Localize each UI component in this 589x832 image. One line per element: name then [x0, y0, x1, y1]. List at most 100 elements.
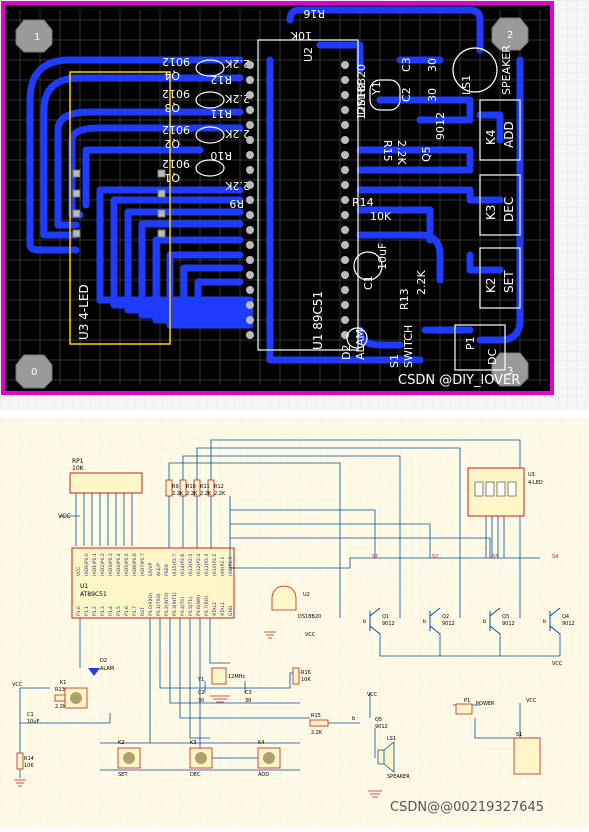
u3-footprint	[69, 71, 171, 345]
r15-designator: R15	[311, 713, 321, 719]
c3-designator: C3	[245, 690, 252, 696]
corner-label-3: 3	[507, 366, 513, 377]
r9-value: 2.2K	[172, 491, 184, 497]
r12-value: 2.2K	[225, 57, 250, 70]
svg-text:PSEN: PSEN	[164, 564, 170, 576]
pcb-layout-view: 1 2 0 3	[0, 0, 589, 410]
q3-value: 9012	[502, 621, 515, 627]
ls1-symbol	[377, 741, 395, 773]
r9-designator: R9	[229, 197, 244, 210]
d2-footprint	[346, 327, 368, 349]
c2-designator: C2	[198, 690, 205, 696]
q4-value: 9012	[562, 621, 575, 627]
p1-designator: P1	[464, 698, 470, 704]
mount-hole-0	[15, 354, 53, 389]
u2-body	[271, 585, 297, 611]
k2-value: SET	[118, 772, 128, 778]
r9-value: 2.2K	[225, 179, 250, 192]
svg-text:(AD2)P0.2: (AD2)P0.2	[100, 553, 106, 576]
svg-text:GND: GND	[228, 605, 234, 616]
mount-hole-2	[491, 17, 529, 51]
vcc-label-q: VCC	[552, 661, 563, 667]
svg-text:P3.1(TXD): P3.1(TXD)	[156, 593, 162, 616]
q5-value: 9012	[375, 724, 388, 730]
r10-designator: R10	[210, 149, 232, 162]
s1-switch-designator: S1	[516, 732, 522, 738]
schematic-watermark: CSDN@@00219327645	[390, 800, 545, 815]
k4-value: ADD	[258, 772, 269, 778]
svg-text:P3.3(INT1): P3.3(INT1)	[172, 592, 178, 616]
r13-designator: R13	[398, 288, 411, 310]
r14-value: 10K	[24, 763, 34, 769]
vcc-label-c1: VCC	[12, 682, 23, 688]
r10-value: 2.2K	[225, 127, 250, 140]
mount-hole-1	[15, 19, 53, 53]
svg-text:XTAL1: XTAL1	[220, 602, 226, 616]
k4-add-label: ADD	[502, 121, 516, 148]
svg-text:(A11)P2.3: (A11)P2.3	[204, 554, 210, 576]
k4-designator: K4	[484, 129, 498, 145]
c3-value: 30	[426, 58, 439, 72]
u1-designator: U1	[80, 583, 88, 590]
u1-bottom-pins: P1.0 P1.1 P1.2 P1.3 P1.4 P1.5 P1.6 P1.7 …	[76, 592, 234, 616]
svg-text:(AD0)P0.0: (AD0)P0.0	[84, 553, 90, 576]
r15-body	[309, 719, 329, 727]
q2-value: 9012	[442, 621, 455, 627]
u3-designator: U3	[528, 472, 535, 478]
svg-text:XTAL2: XTAL2	[212, 602, 218, 616]
svg-text:VCC: VCC	[76, 567, 82, 576]
vcc-label-rp1: VCC	[58, 513, 70, 520]
svg-text:P3.2(INT0): P3.2(INT0)	[164, 592, 170, 616]
svg-text:(AD1)P0.1: (AD1)P0.1	[92, 553, 98, 576]
c2-designator: C2	[400, 87, 413, 102]
c2-value: 30	[198, 698, 204, 704]
u3-segments	[474, 481, 517, 497]
svg-text:(AD7)P0.7: (AD7)P0.7	[140, 553, 146, 576]
svg-text:ALE/P: ALE/P	[156, 563, 162, 576]
q5-base-label: b	[352, 716, 355, 722]
q5-designator: Q5	[420, 146, 433, 162]
p1-value: POWER	[476, 701, 495, 707]
svg-text:P3.4(T0): P3.4(T0)	[180, 597, 186, 616]
svg-text:(A9)P2.1: (A9)P2.1	[220, 557, 226, 576]
q3-value: 9012	[162, 87, 190, 100]
q1-base-label: b	[363, 619, 366, 625]
q1-value: 9012	[382, 621, 395, 627]
u1-footprint	[257, 39, 359, 351]
svg-text:(A10)P2.2: (A10)P2.2	[212, 554, 218, 576]
y1-body	[211, 667, 227, 685]
r16-designator: R16	[303, 7, 325, 20]
board-outline	[1, 1, 554, 395]
ls1-designator: LS1	[460, 75, 473, 95]
u1-body	[71, 547, 235, 619]
svg-text:P3.5(T1): P3.5(T1)	[188, 597, 194, 616]
c3-designator: C3	[400, 57, 413, 72]
pcb-watermark: CSDN @DIY_lOVER	[398, 373, 521, 388]
k2-designator: K2	[118, 740, 124, 746]
rp1-value: 10K	[72, 465, 85, 472]
y1-value: 12MHz	[228, 674, 245, 680]
q3-designator: Q3	[502, 614, 509, 620]
svg-text:(A13)P2.5: (A13)P2.5	[188, 554, 194, 576]
crystal-footprint	[369, 79, 401, 111]
switch-buttons	[70, 692, 275, 764]
u1-designator: U1 89C51	[311, 291, 325, 350]
u2-designator: U2	[303, 592, 310, 598]
rp1-leads	[60, 493, 133, 546]
svg-text:P1.2: P1.2	[92, 606, 98, 616]
r14-body	[16, 752, 24, 770]
k1-designator: K1	[60, 680, 66, 686]
svg-text:(AD4)P0.4: (AD4)P0.4	[116, 553, 122, 576]
c1-designator: C1	[27, 712, 34, 718]
corner-label-0: 0	[31, 367, 37, 378]
dc-label: DC	[486, 349, 499, 365]
ls1-designator: LS1	[387, 736, 396, 742]
q1-designator: Q1	[164, 171, 180, 184]
r16-designator: R16	[301, 670, 311, 676]
svg-text:P1.7: P1.7	[132, 606, 138, 616]
k3-value: DEC	[190, 772, 201, 778]
ground-symbols	[14, 631, 382, 798]
q4-base-label: b	[543, 619, 546, 625]
svg-text:(AD3)P0.3: (AD3)P0.3	[108, 553, 114, 576]
d2-designator: D2	[340, 345, 353, 360]
